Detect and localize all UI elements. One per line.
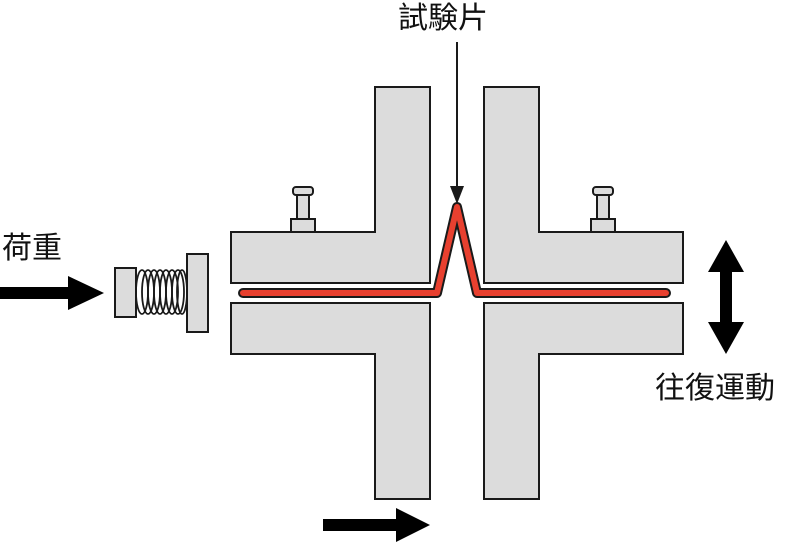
load-label: 荷重 xyxy=(2,231,62,266)
arrow-right-icon xyxy=(0,276,104,310)
bolt-icon xyxy=(290,186,316,233)
coil-spring-icon xyxy=(114,253,209,333)
upper-right-fixture xyxy=(483,86,684,284)
lower-left-fixture xyxy=(230,302,431,500)
reciprocating-motion-label: 往復運動 xyxy=(655,371,775,406)
arrow-right-icon xyxy=(323,508,430,542)
specimen-label: 試験片 xyxy=(398,1,488,36)
upper-left-fixture xyxy=(230,86,431,284)
bolt-icon xyxy=(590,186,616,233)
lower-right-fixture xyxy=(483,302,684,500)
specimen-leader-arrowhead xyxy=(450,186,464,204)
arrow-up-down-icon xyxy=(708,240,744,354)
specimen-strip-fill xyxy=(240,204,669,296)
